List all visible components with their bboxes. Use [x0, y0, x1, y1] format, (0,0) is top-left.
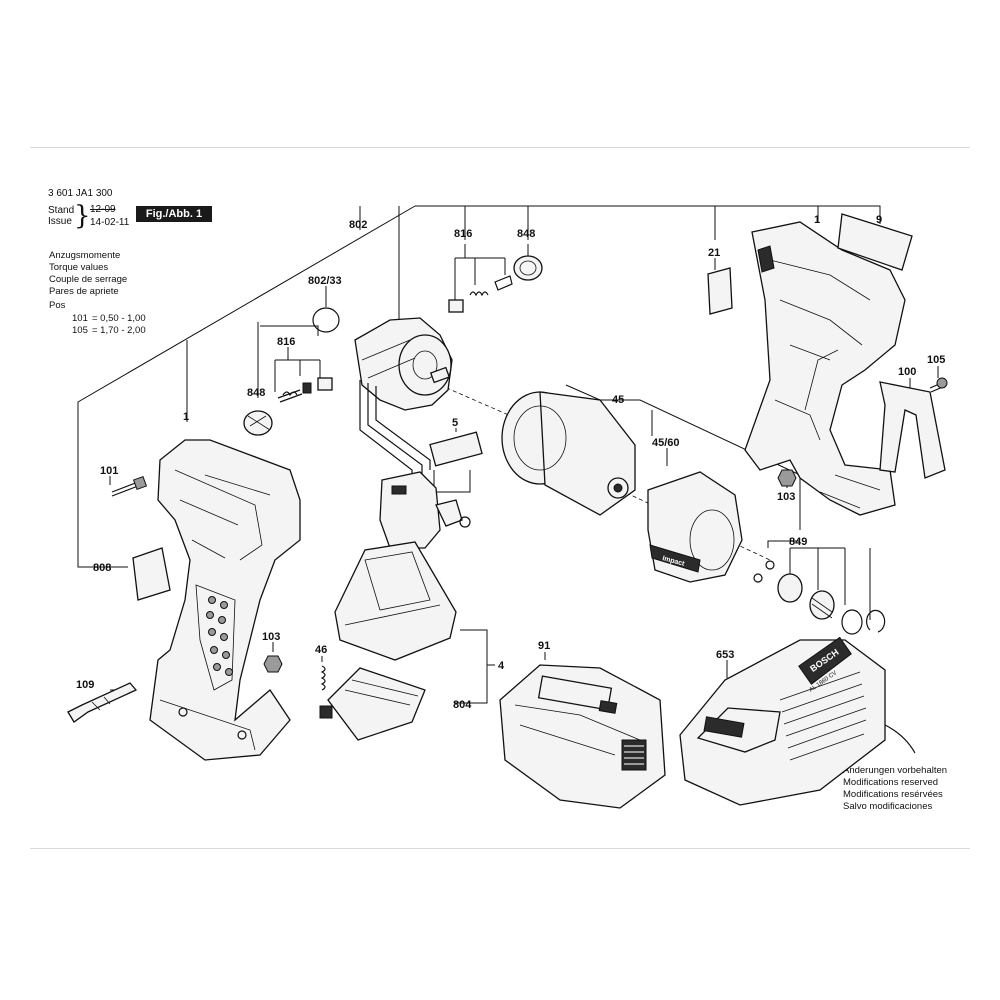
- leader-lines: [77, 205, 939, 704]
- part-label: 91: [538, 640, 550, 652]
- new-date: 14-02-11: [90, 217, 130, 228]
- grip-dots: [206, 596, 233, 676]
- part-label: 101: [100, 465, 118, 477]
- battery-contact-804: [319, 667, 426, 741]
- modifications-es: Salvo modificaciones: [843, 801, 933, 812]
- housing-left-half: [149, 439, 301, 761]
- torque-row-value: = 0,50 - 1,00: [92, 313, 146, 324]
- part-labels: 802 816 848 1 9 21 802/33 816 848 1 101 …: [76, 214, 945, 711]
- battery-gauge: [621, 739, 647, 771]
- bit-109: [67, 682, 138, 723]
- bottom-divider: [30, 848, 970, 849]
- spring-46: [320, 665, 326, 691]
- charger-653: BOSCH AL 1860 CV: [679, 636, 916, 806]
- part-label: 849: [789, 536, 807, 548]
- torque-pos-label: Pos: [49, 300, 66, 311]
- part-label: 103: [777, 491, 795, 503]
- part-label: 46: [315, 644, 327, 656]
- brush-cap-848-top: [513, 255, 543, 281]
- part-label: 1: [814, 214, 820, 226]
- torque-row-value: = 1,70 - 2,00: [92, 325, 146, 336]
- modifications-en: Modifications reserved: [843, 777, 939, 788]
- label-plate-9: [837, 213, 913, 271]
- o-ring-802-33: [312, 307, 340, 333]
- torque-row-pos: 101: [72, 313, 88, 324]
- figure-label: Fig./Abb. 1: [136, 206, 212, 222]
- electronics-housing-4: [334, 541, 457, 661]
- torque-row-pos: 105: [72, 325, 88, 336]
- part-label: 848: [247, 387, 265, 399]
- switch-label-5: [429, 431, 483, 467]
- torque-title-es: Pares de apriete: [49, 286, 119, 297]
- part-label: 804: [453, 699, 472, 711]
- part-label: 808: [93, 562, 111, 574]
- motor-802: [354, 317, 453, 480]
- part-label: 100: [898, 366, 916, 378]
- battery-pack-91: [499, 664, 666, 809]
- brush-816-left: [277, 377, 333, 403]
- belt-clip-100: [879, 381, 946, 479]
- brush-cap-848-left: [243, 410, 273, 436]
- part-label: 45/60: [652, 437, 680, 449]
- part-label: 816: [277, 336, 295, 348]
- part-label: 802: [349, 219, 367, 231]
- nut-103-left: [263, 655, 283, 673]
- part-label: 105: [927, 354, 945, 366]
- screw-101: [111, 475, 148, 497]
- switch-module: [379, 471, 471, 549]
- part-label: 45: [612, 394, 624, 406]
- torque-title-fr: Couple de serrage: [49, 274, 128, 285]
- label-plate-21: [707, 267, 733, 315]
- brace-glyph: }: [74, 201, 91, 231]
- issue-label: Issue: [48, 216, 72, 227]
- part-label: 21: [708, 247, 720, 259]
- torque-title-de: Anzugsmomente: [49, 250, 121, 261]
- screw-105: [929, 377, 948, 393]
- part-label: 103: [262, 631, 280, 643]
- part-label: 848: [517, 228, 535, 240]
- gear-cover-45-60: Impact: [647, 471, 743, 583]
- part-label: 802/33: [308, 275, 342, 287]
- part-label: 5: [452, 417, 458, 429]
- part-label: 109: [76, 679, 94, 691]
- chuck-parts-849: [753, 560, 886, 635]
- gear-housing-45: [501, 391, 636, 516]
- modifications-fr: Modifications resérvées: [843, 789, 943, 800]
- part-label: 9: [876, 214, 882, 226]
- part-number: 3 601 JA1 300: [48, 188, 113, 199]
- old-date: 12-09: [90, 204, 116, 215]
- nut-103-right: [777, 469, 797, 487]
- top-divider: [30, 147, 970, 148]
- torque-title-en: Torque values: [49, 262, 109, 273]
- modifications-de: Änderungen vorbehalten: [843, 765, 948, 776]
- part-label: 653: [716, 649, 734, 661]
- part-label: 1: [183, 411, 189, 423]
- label-plate-808: [132, 547, 171, 601]
- brush-816-top: [448, 275, 513, 313]
- stand-label: Stand: [48, 205, 75, 216]
- housing-right-half: [744, 221, 906, 516]
- part-label: 816: [454, 228, 472, 240]
- part-label: 4: [498, 660, 505, 672]
